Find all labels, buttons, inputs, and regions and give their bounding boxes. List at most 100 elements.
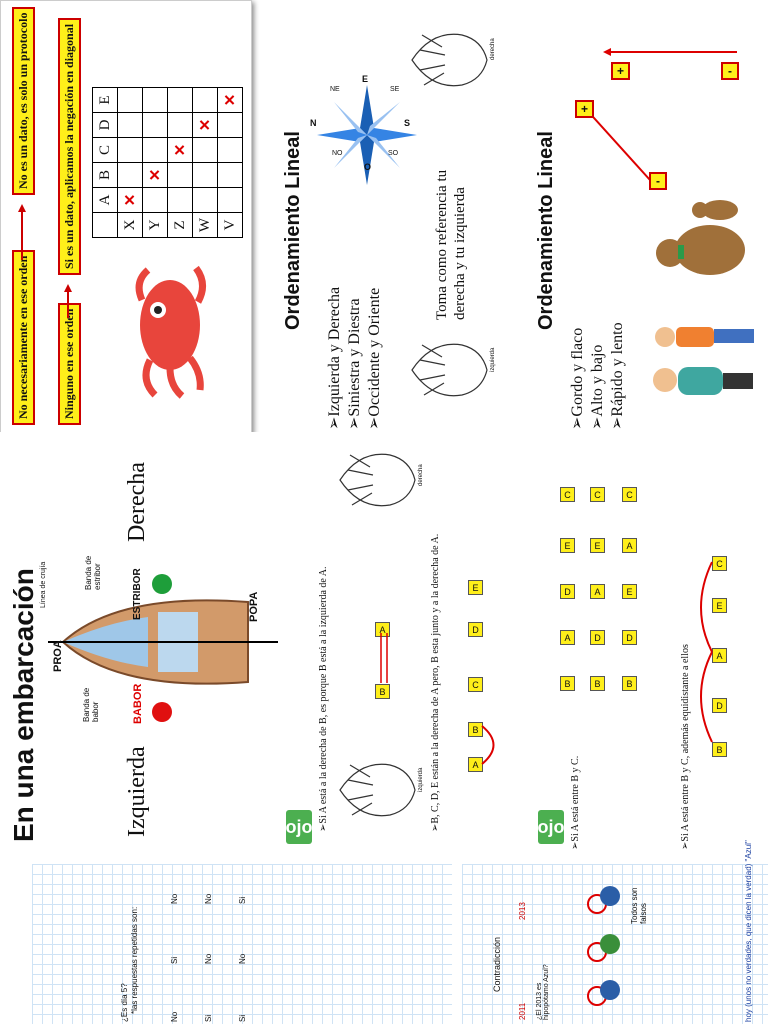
slide-protocol: No necesariamente en ese orden No es un … [0,0,250,432]
slide-boat: En una embarcación Izquierda Derecha PRO… [0,432,300,864]
slide-lineal-compass: Ordenamiento Lineal ➢Izquierda y Derecha… [262,0,507,432]
notes-year: 2011 [518,1002,527,1020]
banda-babor-label: Banda de babor [82,687,100,722]
letter-tag: B [375,684,390,699]
compass-ne: NE [330,86,340,93]
hand-label: derecha [490,38,496,60]
notes-cell: Si [238,1014,247,1022]
hand-label: izquierda [418,767,424,792]
letter-tag: A [712,648,727,663]
letter-tag: E [622,584,637,599]
letter-tag: E [590,538,605,553]
letter-tag: A [622,538,637,553]
slide-ojo-1: ojo ➢Si A está a la derecha de B, es por… [280,432,510,864]
letter-tag: D [622,630,637,645]
note-text: derecha y tu izquierda [452,187,468,320]
compass-e: E [362,74,369,84]
cross-icon: ✕ [217,87,243,113]
letter-tag: A [590,584,605,599]
notes-header: *las respuestas repetidas son: [130,906,139,1014]
hand-right-icon [411,33,488,87]
estribor-label: ESTRIBOR [132,568,143,620]
notes-header: Contradicción [492,936,502,992]
compass-o: O [364,162,372,172]
notes-cell: Si [238,896,247,904]
bears-image [656,200,745,275]
notes-grid-1: *las respuestas repetidas son: ¿Es día 5… [32,864,452,1024]
grid-row: V [217,212,243,238]
compass-s: S [404,118,411,128]
grid-row: Z [167,212,193,238]
letter-tag: C [468,677,483,692]
notes-grid-2: Contradicción 2011 2013 ¿El 2013 es hipo… [462,840,768,1024]
equidistant-arcs [700,561,713,743]
grid-row: X [117,212,143,238]
boys-image [653,327,754,395]
babor-label: BABOR [132,683,144,724]
letter-tag: B [560,676,575,691]
logic-grid: A B C D E X✕ Y✕ Z✕ W✕ V✕ [92,87,243,238]
plus-badge: + [611,62,631,80]
list-item: ➢Occidente y Oriente [366,287,383,430]
letter-tag: D [590,630,605,645]
hand-right-icon [339,453,416,507]
letter-tag: E [560,538,575,553]
compass-rose-icon [317,85,417,185]
protocol-arrows [18,204,72,318]
letter-tag: D [712,698,727,713]
plus-badge: + [575,100,595,118]
slide-title: En una embarcación [8,568,39,842]
label-left: Izquierda [124,746,150,837]
notes-footer: hoy (unos no verdades, que dicen la verd… [744,840,753,1022]
notes-cell: Si [204,1014,213,1022]
minus-badge: - [721,62,739,80]
note-text: Toma como referencia tu [434,169,450,320]
notes-year: 2013 [518,902,527,920]
statement-text: ➢B, C, D, E están a la derecha de A pero… [430,533,441,832]
list-item: ➢Izquierda y Derecha [326,286,343,430]
letter-tag: D [560,584,575,599]
letter-tag: C [590,487,605,502]
grid-col: C [92,137,118,163]
label-right: Derecha [124,462,150,542]
letter-tag: C [622,487,637,502]
popa-label: POPA [248,591,260,622]
letter-tag: C [712,556,727,571]
ojo-badge: ojo [286,810,313,844]
letter-tag: D [468,622,483,637]
hand-label: izquierda [490,347,496,372]
octopus-image [135,265,206,399]
double-arrow-icon [380,633,388,683]
notes-cell: No [170,1011,179,1022]
proa-label: PROA [52,640,64,672]
list-item: ➢Siniestra y Diestra [346,298,363,430]
letter-tag: E [468,580,483,595]
compass-n: N [310,118,317,128]
notes-col: ¿Es día 5? [120,983,129,1022]
grid-row: W [192,212,218,238]
slide-lineal-people: Ordenamiento Lineal ➢Gordo y flaco ➢Alto… [515,0,768,432]
ojo-badge: ojo [538,810,565,844]
linea-label: Línea de crujía [40,561,47,608]
notes-cell: Si [170,956,179,964]
statement-text: ➢Si A está a la derecha de B, es porque … [318,566,329,832]
hand-label: derecha [418,464,424,486]
grid-col: A [92,187,118,213]
parrot-icons [600,886,620,1000]
curve-arrow-icon [481,725,495,765]
letter-tag: C [560,487,575,502]
notes-cell: No [204,953,213,964]
minus-badge: - [649,172,667,190]
hand-left-icon [339,763,416,817]
slide-title: Ordenamiento Lineal [282,131,304,330]
letter-tag: B [712,742,727,757]
cross-icon: ✕ [142,162,168,188]
grid-row: Y [142,212,168,238]
cross-icon: ✕ [192,112,218,138]
notes-cell: No [238,953,247,964]
letter-tag: B [468,722,483,737]
grid-col: D [92,112,118,138]
slide-ojo-2: ojo ➢Si A está entre B y C. ➢Si A está e… [530,432,768,864]
letter-tag: E [712,598,727,613]
notes-cell: No [170,893,179,904]
